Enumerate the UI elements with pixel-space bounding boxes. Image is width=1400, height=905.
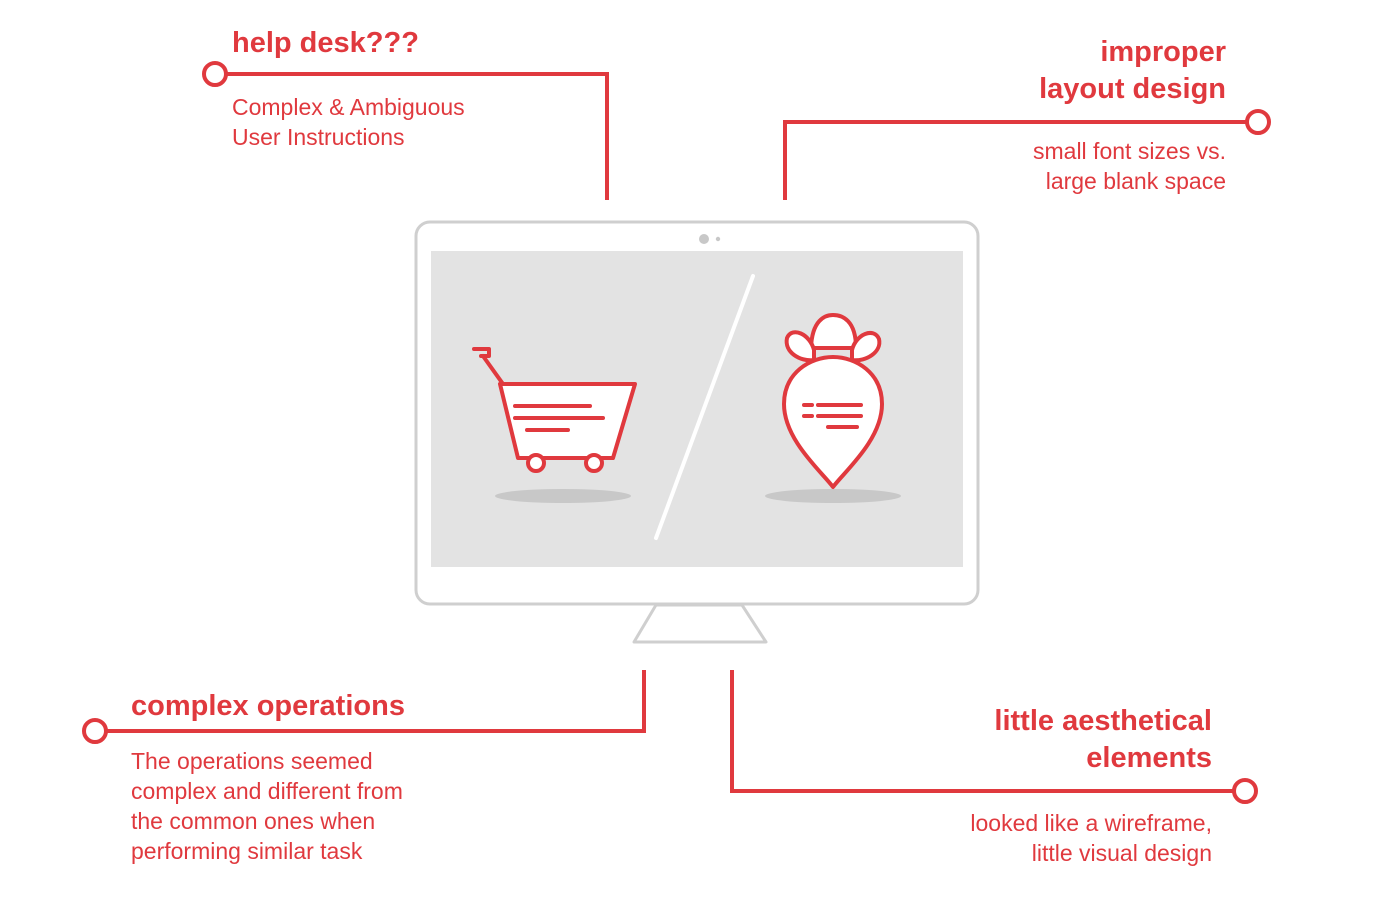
connector-layout-design [783,120,1246,200]
callout-description-layout-design: small font sizes vs. large blank space [1033,138,1226,194]
callout-help-desk: help desk??? Complex & Ambiguous User In… [232,25,632,152]
callout-heading-complex-operations: complex operations [131,690,405,722]
callout-description-complex-operations: The operations seemed complex and differ… [131,748,403,864]
connector-aesthetic [730,670,1233,793]
callout-dot-layout-design [1245,109,1271,135]
radish-icon [765,313,901,503]
callout-description-help-desk: Complex & Ambiguous User Instructions [232,94,465,150]
callout-dot-help-desk [202,61,228,87]
callout-dot-aesthetic [1232,778,1258,804]
webcam-icon [699,234,709,244]
callout-heading-aesthetic: little aesthetical elements [994,705,1212,774]
monitor-stand [632,603,768,644]
cart-shadow [495,489,631,503]
callout-layout-design: improper layout design small font sizes … [900,34,1226,196]
webcam-indicator [715,236,721,242]
connector-complex-operations [107,670,646,733]
monitor-illustration [414,220,980,644]
callout-heading-help-desk: help desk??? [232,27,419,59]
callout-complex-operations: complex operations The operations seemed… [131,688,551,866]
screen-divider-slash [654,274,755,540]
callout-aesthetic: little aesthetical elements looked like … [860,703,1212,868]
connector-help-desk [227,72,609,200]
callout-heading-layout-design: improper layout design [1039,36,1226,105]
shopping-cart-icon [472,347,637,503]
radish-shadow [765,489,901,503]
callout-dot-complex-operations [82,718,108,744]
callout-description-aesthetic: looked like a wireframe, little visual d… [970,810,1212,866]
